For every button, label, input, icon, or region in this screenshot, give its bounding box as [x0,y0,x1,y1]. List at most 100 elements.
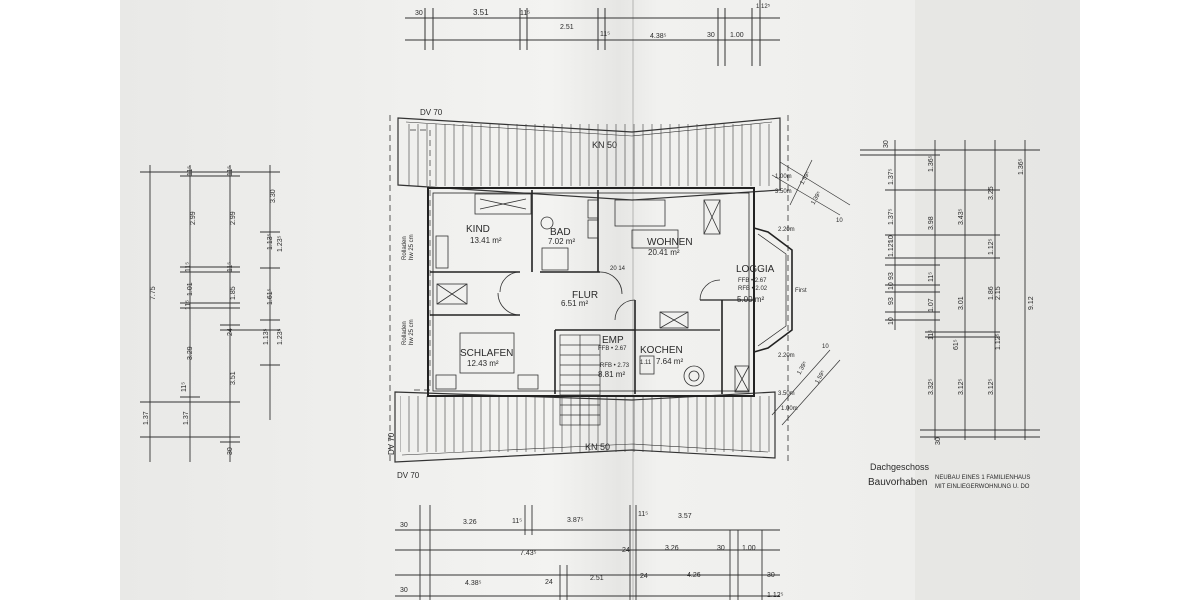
room-kind-name: KIND [466,224,490,235]
paper-right-shadow [915,0,1080,600]
top-dim-2: 3.51 [473,8,489,17]
bottom-r3-3: 24 [545,579,553,586]
right-c4-1: 3.25 [988,186,995,200]
left-c4-1: 3.30 [270,189,277,203]
right-c4-4: 1.86 [988,286,995,300]
room-schlafen-name: SCHLAFEN [460,348,513,359]
top-dim-4: 2.51 [560,24,574,31]
rolladen-2: Rolladen [402,321,408,345]
right-c1-7: 93 [888,297,895,305]
room-emp-name: EMP [602,335,624,346]
left-c2-3: 11⁵ [185,262,192,272]
ten-a: 10 [836,218,843,224]
right-c5-1: 1.36⁵ [1018,158,1025,175]
dim-20-14: 20 14 [610,266,626,272]
dv-left-label: DV 70 [387,432,396,455]
rolladen-1b: hw 25 cm [409,234,415,260]
left-c5-1: 1.23⁵ [277,235,284,252]
dim-1-00m-b: 1.00m [781,406,798,412]
project-desc-line1: NEUBAU EINES 1 FAMILIENHAUS [935,475,1030,481]
bottom-r4-1: 1.12⁵ [767,592,784,599]
furniture [435,193,750,393]
dv-bottom-label: DV 70 [397,471,420,480]
left-c3-1: 11⁵ [227,166,234,176]
roof-labels: DV 70 KN 50 KN 50 DV 70 DV 70 [387,108,617,480]
top-dim-7: 30 [707,32,715,39]
left-c2-8: 1.37 [183,411,190,425]
right-c1-4: 1.12⁵ [888,240,895,257]
first-label: First [795,288,807,294]
right-c0-1: 30 [883,140,890,148]
left-c4-4: 1.13⁵ [263,328,270,345]
title-block: Dachgeschoss Bauvorhaben NEUBAU EINES 1 … [868,462,1030,490]
left-c3-4: 1.85 [230,286,237,300]
room-flur-name: FLUR [572,290,598,301]
right-c1-3: 10 [888,235,895,243]
right-c2-2: 3.98 [928,216,935,230]
right-c3-1: 3.43⁵ [958,208,965,225]
right-c4-3: 2.15 [995,286,1002,300]
staircase [559,334,601,426]
right-dimension-lines [860,140,1040,440]
emp-rfb: RFB • 2.73 [600,363,630,369]
kn-bottom-label: KN 50 [585,442,610,452]
room-kind-area: 13.41 m² [470,236,502,245]
left-c5-2: 1.23⁵ [277,328,284,345]
loggia-diagonal-dims [771,159,851,426]
left-c3-6: 3.51 [230,371,237,385]
floor-name: Dachgeschoss [870,462,930,472]
bottom-r2-3: 3.26 [665,545,679,552]
room-labels: KIND 13.41 m² BAD 7.02 m² WOHNEN 20.41 m… [460,224,775,379]
bottom-r3-4: 2.51 [590,575,604,582]
room-kochen-name: KOCHEN [640,345,683,356]
left-c2-1: 11⁵ [187,166,194,176]
top-dimension-strip [405,0,780,66]
right-c2-4: 1.07 [928,298,935,312]
room-wohnen-name: WOHNEN [647,237,693,248]
loggia-ffb: FFB • 2.67 [738,278,767,284]
right-c3-2: 3.01 [958,296,965,310]
ten-b: 10 [822,344,829,350]
left-c3-2: 2.99 [230,211,237,225]
bottom-r1-6: 3.57 [678,513,692,520]
kn-top-label: KN 50 [592,140,617,150]
bottom-r1-1: 30 [400,522,408,529]
left-c4-2: 1.13⁵ [267,233,274,250]
dv-top-label: DV 70 [420,108,443,117]
loggia-rfb: RFB • 2.02 [738,286,768,292]
right-c2-5: 11⁵ [928,330,935,340]
left-c3-5: 24 [227,328,234,336]
right-c2-1: 1.36⁵ [928,155,935,172]
bottom-r2-1: 7.43⁵ [520,550,537,557]
room-kochen-area: 7.64 m² [656,357,683,366]
bottom-dimension-lines [395,505,780,600]
right-c1-8: 10 [888,317,895,325]
bottom-r1-4: 3.87⁵ [567,517,584,524]
room-bad-name: BAD [550,227,571,238]
bottom-r3-1: 30 [400,587,408,594]
left-c2-7: 11⁵ [181,382,188,392]
right-c1-6: 10 [888,282,895,290]
top-dim-5: 11⁵ [600,31,610,38]
right-c3-4: 3.12⁵ [958,378,965,395]
project-desc-line2: MIT EINLIEGERWOHNUNG U. DO [935,484,1030,490]
dim-3-50m: 3.50m [775,189,792,195]
emp-ffb: FFB • 2.67 [598,346,627,352]
top-dim-8: 1.00 [730,32,744,39]
bottom-r1-5: 11⁵ [638,511,648,518]
bottom-r2-5: 1.00 [742,545,756,552]
left-dimension-texts: 7.75 1.37 11⁵ 2.99 11⁵ 1.01 11⁵ 3.29 11⁵… [143,166,284,455]
dim-2-20m-b: 2.20m [778,353,795,359]
dim-1-00m-a: 1.00m [775,174,792,180]
roof-tiles-top [402,124,774,186]
left-c3-7: 30 [227,447,234,455]
left-c2-5: 11⁵ [185,300,192,310]
bottom-r1-3: 11⁵ [512,518,522,525]
top-dim-1: 30 [415,10,423,17]
room-loggia-area: 5.00 m² [737,295,764,304]
left-c2-2: 2.99 [190,211,197,225]
top-dimension-texts: 30 3.51 11⁵ 2.51 11⁵ 4.38⁵ 30 1.00 1.12⁵ [415,3,771,40]
right-c3-3: 61⁵ [953,339,960,350]
right-c2-3: 11⁵ [928,272,935,282]
